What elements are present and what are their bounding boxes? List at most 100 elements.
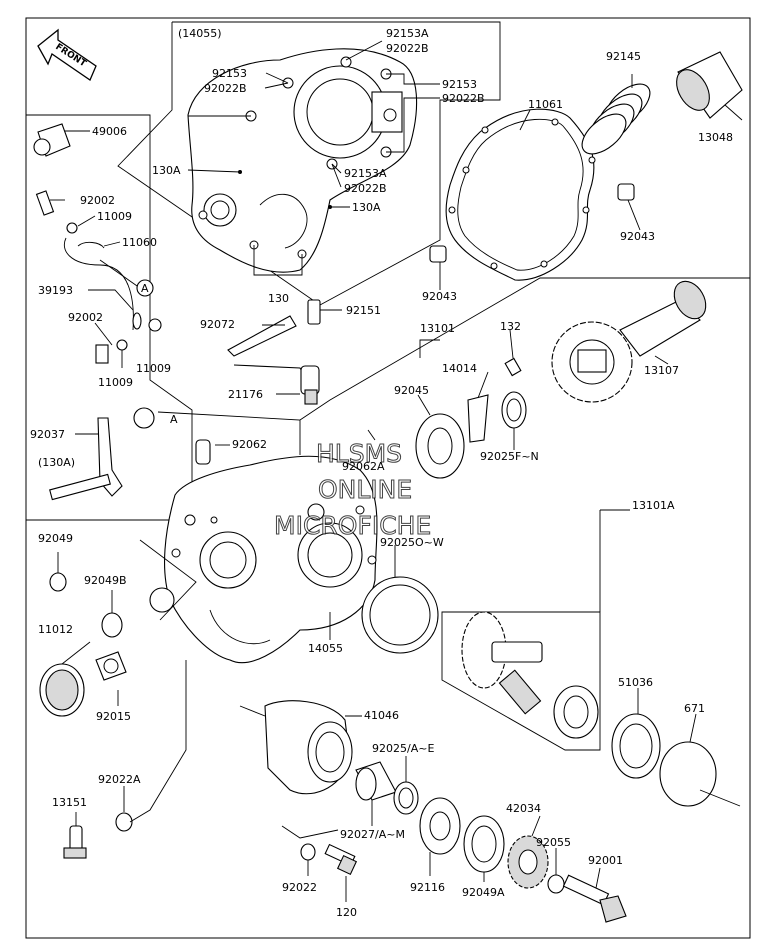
- callout-13048: 13048: [698, 131, 733, 144]
- small-o-ring: [547, 848, 565, 894]
- dowel-pin-right: [617, 183, 641, 231]
- watermark-line-3: MICROFICHE: [274, 511, 431, 540]
- callout-41046: 41046: [364, 709, 399, 722]
- breather-box: [26, 114, 193, 521]
- callout-130: 130: [268, 292, 289, 305]
- callout-92049: 92049: [38, 532, 73, 545]
- callout-92072: 92072: [200, 318, 235, 331]
- callout-11009-top: 11009: [97, 210, 132, 223]
- callout-130A-paren: (130A): [38, 456, 75, 469]
- callout-13101: 13101: [420, 322, 455, 335]
- callout-120: 120: [336, 906, 357, 919]
- callout-11060: 11060: [122, 236, 157, 249]
- callout-92025O-W: 92025O~W: [380, 536, 444, 549]
- callout-14055: 14055: [308, 642, 343, 655]
- bearing-92116: [419, 797, 461, 876]
- flange-bolt: [562, 867, 627, 923]
- drain-plug: [63, 786, 133, 859]
- callout-92153-left: 92153: [212, 67, 247, 80]
- callout-92022B-mid: 92022B: [344, 182, 387, 195]
- callout-92062A: 92062A: [342, 460, 385, 473]
- shim-plate: [467, 329, 527, 450]
- callout-92002-bottom: 92002: [68, 311, 103, 324]
- callout-92025F-N: 92025F~N: [480, 450, 539, 463]
- callout-92037: 92037: [30, 428, 65, 441]
- callout-132: 132: [500, 320, 521, 333]
- cover-subassembly-box: [117, 21, 501, 306]
- callout-14014: 14014: [442, 362, 477, 375]
- pinion-shaft: [619, 280, 707, 365]
- sleeve: [355, 761, 397, 826]
- sensor-parts: [227, 299, 342, 405]
- main-gear-case: [164, 429, 378, 664]
- bracket: [49, 407, 155, 501]
- callout-92043-left: 92043: [422, 290, 457, 303]
- callout-A-ref-1: A: [141, 282, 149, 295]
- pinion-gear-assembly: [461, 611, 599, 739]
- watermark-line-1: HLSMS: [316, 439, 402, 468]
- callout-labels: (14055) 92153A 92022B 92153 92022B 92153…: [30, 27, 733, 919]
- callout-92022B-left: 92022B: [204, 82, 247, 95]
- callout-42034: 42034: [506, 802, 541, 815]
- callout-13101A: 13101A: [632, 499, 675, 512]
- callout-14055-sub: (14055): [178, 27, 222, 40]
- callout-92153A-mid: 92153A: [344, 167, 387, 180]
- callout-13151: 13151: [52, 796, 87, 809]
- shim: [393, 756, 419, 815]
- callout-13107: 13107: [644, 364, 679, 377]
- housing-gasket: [361, 545, 439, 654]
- bearing-92045: [415, 394, 465, 479]
- callout-92049B: 92049B: [84, 574, 127, 587]
- callout-92022: 92022: [282, 881, 317, 894]
- collar-gear: [676, 51, 743, 121]
- callout-92045: 92045: [394, 384, 429, 397]
- callout-92055: 92055: [536, 836, 571, 849]
- callout-130A-left: 130A: [152, 164, 181, 177]
- washer-92022: [281, 825, 339, 876]
- oil-seal: [611, 688, 661, 779]
- callout-92022B-right: 92022B: [442, 92, 485, 105]
- callout-671: 671: [684, 702, 705, 715]
- callout-92001: 92001: [588, 854, 623, 867]
- callout-92153A-top: 92153A: [386, 27, 429, 40]
- o-ring: [659, 713, 741, 807]
- callout-130A-right: 130A: [352, 201, 381, 214]
- callout-11009-right: 11009: [136, 362, 171, 375]
- callout-A-ref-2: A: [170, 413, 178, 426]
- stud-bolt: [324, 843, 358, 902]
- breather-parts: [33, 123, 162, 368]
- callout-21176: 21176: [228, 388, 263, 401]
- callout-92153-right: 92153: [442, 78, 477, 91]
- watermark-line-2: ONLINE: [318, 475, 412, 504]
- callout-92145: 92145: [606, 50, 641, 63]
- callout-11009-bottom: 11009: [98, 376, 133, 389]
- callout-92062: 92062: [232, 438, 267, 451]
- callout-92151: 92151: [346, 304, 381, 317]
- callout-92002-top: 92002: [80, 194, 115, 207]
- callout-92022B-top: 92022B: [386, 42, 429, 55]
- lower-left-box: [129, 660, 187, 823]
- callout-11061: 11061: [528, 98, 563, 111]
- seal-92049A: [463, 815, 505, 882]
- callout-92015: 92015: [96, 710, 131, 723]
- driven-gear: [507, 815, 549, 889]
- front-arrow-icon: FRONT: [37, 28, 97, 81]
- cover-leaders: [187, 40, 440, 276]
- dowel-pin-left: [429, 245, 447, 290]
- callout-49006: 49006: [92, 125, 127, 138]
- watermark: HLSMS ONLINE MICROFICHE: [274, 439, 432, 541]
- gear-assembly-box: [157, 277, 750, 455]
- callout-92043-right: 92043: [620, 230, 655, 243]
- final-drive-housing: [239, 700, 362, 795]
- left-seal-parts: [39, 539, 197, 717]
- pinion-subassembly-box: [441, 278, 751, 938]
- callout-92025A-E: 92025/A~E: [372, 742, 434, 755]
- spring: [581, 74, 651, 155]
- callout-92022A: 92022A: [98, 773, 141, 786]
- gasket: [445, 108, 596, 281]
- callout-11012: 11012: [38, 623, 73, 636]
- callout-92027A-M: 92027/A~M: [340, 828, 405, 841]
- callout-39193: 39193: [38, 284, 73, 297]
- callout-92116: 92116: [410, 881, 445, 894]
